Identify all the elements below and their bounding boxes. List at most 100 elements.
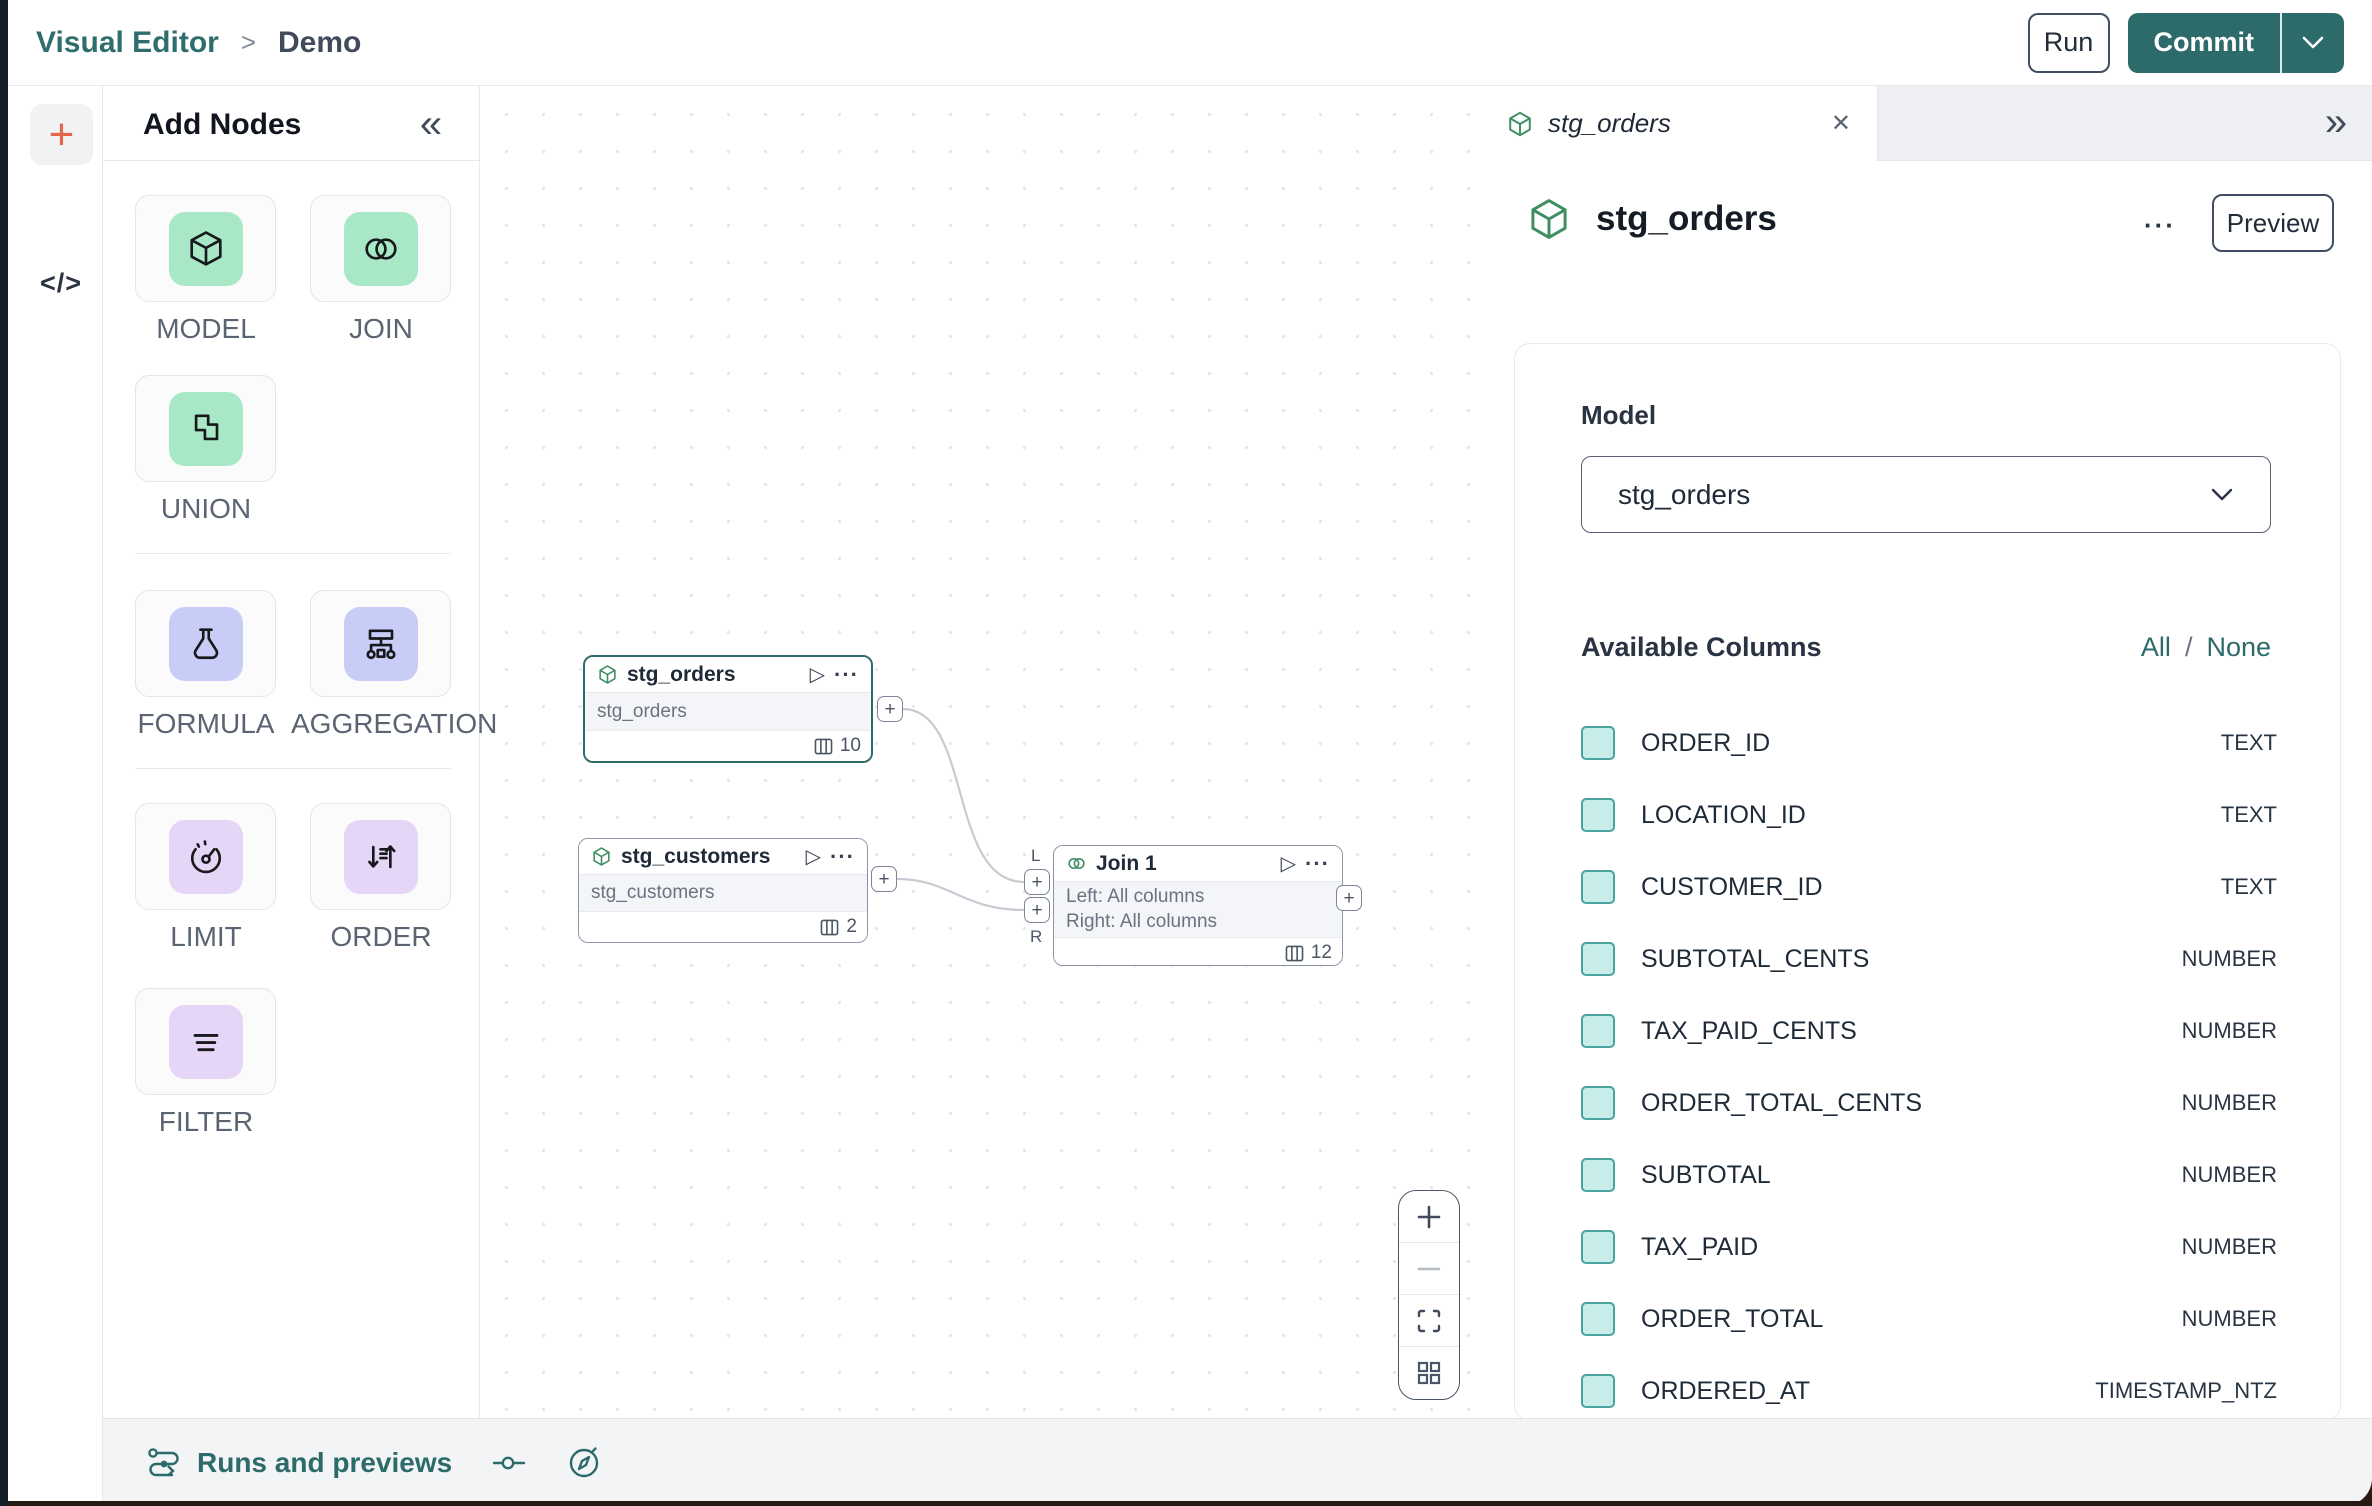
column-checkbox[interactable] [1581,1086,1615,1120]
column-checkbox[interactable] [1581,942,1615,976]
inspector-panel: » stg_orders ✕ stg_orders ··· Preview Mo… [1480,86,2372,1421]
close-tab-icon[interactable]: ✕ [1830,110,1851,137]
palette-label-filter: FILTER [158,1106,254,1137]
port-join-right-in[interactable]: + [1024,897,1050,923]
palette-card-join[interactable] [310,195,451,302]
join-tile [343,211,418,286]
node-body: stg_customers [579,875,867,912]
compass-icon [569,1446,599,1477]
port-stg-orders-out[interactable]: + [877,696,903,722]
column-checkbox[interactable] [1581,726,1615,760]
runs-and-previews-button[interactable]: Runs and previews [147,1447,452,1479]
bottom-bar: Runs and previews [103,1418,2372,1506]
flow-canvas[interactable]: stg_orders ▷ ··· stg_orders 10 stg_custo… [480,86,1480,1418]
more-icon[interactable]: ··· [834,661,859,687]
collapse-panel-button[interactable]: « [419,101,443,146]
palette-card-formula[interactable] [135,590,276,697]
cube-icon [189,230,222,266]
palette-label-aggregation: AGGREGATION [291,708,498,739]
node-header: stg_orders ▷ ··· [585,657,871,693]
column-checkbox[interactable] [1581,1230,1615,1264]
fit-view-icon [1417,1309,1441,1332]
port-join-out[interactable]: + [1336,885,1362,911]
column-type: NUMBER [2181,1090,2277,1115]
fit-view-button[interactable] [1399,1295,1459,1347]
tab-stg-orders[interactable]: stg_orders ✕ [1480,86,1878,161]
breadcrumb-visual-editor[interactable]: Visual Editor [36,25,219,59]
palette-card-filter[interactable] [135,988,276,1095]
breadcrumb-demo: Demo [278,25,362,59]
group-divider [135,768,451,769]
preview-button[interactable]: Preview [2212,194,2334,252]
join-circles-icon [1068,857,1085,870]
zoom-in-button[interactable] [1399,1191,1459,1243]
zoom-out-button[interactable] [1399,1243,1459,1295]
palette-label-formula: FORMULA [137,708,275,739]
add-node-button[interactable]: + [30,104,93,165]
palette-label-union: UNION [160,493,252,524]
palette-card-union[interactable] [135,375,276,482]
column-checkbox[interactable] [1581,1014,1615,1048]
cube-icon [593,847,610,866]
edge-orders-to-join [902,707,1025,884]
column-type: NUMBER [2181,946,2277,971]
window-edge-left [0,0,8,1506]
node-footer: 10 [585,731,871,761]
port-stg-customers-out[interactable]: + [871,866,897,892]
runs-and-previews-label: Runs and previews [197,1446,453,1478]
play-icon[interactable]: ▷ [805,845,822,868]
play-icon[interactable]: ▷ [1280,852,1297,875]
expand-panel-button[interactable]: » [2324,99,2348,144]
column-name: SUBTOTAL [1641,1160,1771,1189]
inspector-more-button[interactable]: ··· [2144,210,2176,240]
select-separator: / [2184,632,2193,662]
play-icon[interactable]: ▷ [809,663,826,686]
node-subtitle: stg_customers [591,882,715,903]
union-squares-icon [194,413,218,440]
palette-label-model: MODEL [156,313,256,344]
column-count: 2 [846,916,857,937]
grid-icon [1417,1361,1441,1385]
canvas-node-stg-orders[interactable]: stg_orders ▷ ··· stg_orders 10 [583,655,873,763]
palette-label-join: JOIN [349,313,413,344]
more-icon[interactable]: ··· [1305,850,1330,876]
node-footer: 2 [579,912,867,942]
top-header: Visual Editor > Demo Run Commit [8,0,2372,86]
model-tile [168,211,243,286]
more-icon[interactable]: ··· [830,843,855,869]
model-config-card: Model stg_orders Available Columns All /… [1514,343,2341,1421]
port-join-left-in[interactable]: + [1024,869,1050,895]
order-tile [343,819,418,894]
column-checkbox[interactable] [1581,870,1615,904]
cube-icon [599,665,616,684]
palette-card-model[interactable] [135,195,276,302]
column-checkbox[interactable] [1581,1302,1615,1336]
column-name: ORDER_ID [1641,728,1771,757]
history-slider-button[interactable] [492,1448,526,1478]
code-view-button[interactable]: </> [39,267,83,298]
select-none-link[interactable]: None [2206,632,2271,662]
run-button[interactable]: Run [2027,12,2110,73]
canvas-node-stg-customers[interactable]: stg_customers ▷ ··· stg_customers 2 [578,838,868,943]
column-checkbox[interactable] [1581,1374,1615,1408]
commit-dropdown-button[interactable] [2282,12,2344,73]
runs-flow-icon [148,1447,179,1476]
compass-button[interactable] [566,1445,602,1481]
column-name: LOCATION_ID [1641,800,1806,829]
palette-card-aggregation[interactable] [310,590,451,697]
grid-layout-button[interactable] [1399,1347,1459,1399]
header-actions: Run Commit [2027,12,2344,73]
column-checkbox[interactable] [1581,798,1615,832]
columns-icon [1285,945,1304,961]
slider-icon [492,1456,526,1469]
available-columns-title: Available Columns [1581,632,1822,662]
commit-button[interactable]: Commit [2127,12,2282,73]
select-all-link[interactable]: All [2140,632,2171,662]
canvas-node-join-1[interactable]: Join 1 ▷ ··· Left: All columns Right: Al… [1053,845,1343,966]
palette-card-order[interactable] [310,803,451,910]
column-checkbox[interactable] [1581,1158,1615,1192]
add-nodes-title: Add Nodes [143,108,302,141]
model-select[interactable]: stg_orders [1581,456,2271,533]
column-type: TEXT [2220,802,2277,827]
palette-card-limit[interactable] [135,803,276,910]
